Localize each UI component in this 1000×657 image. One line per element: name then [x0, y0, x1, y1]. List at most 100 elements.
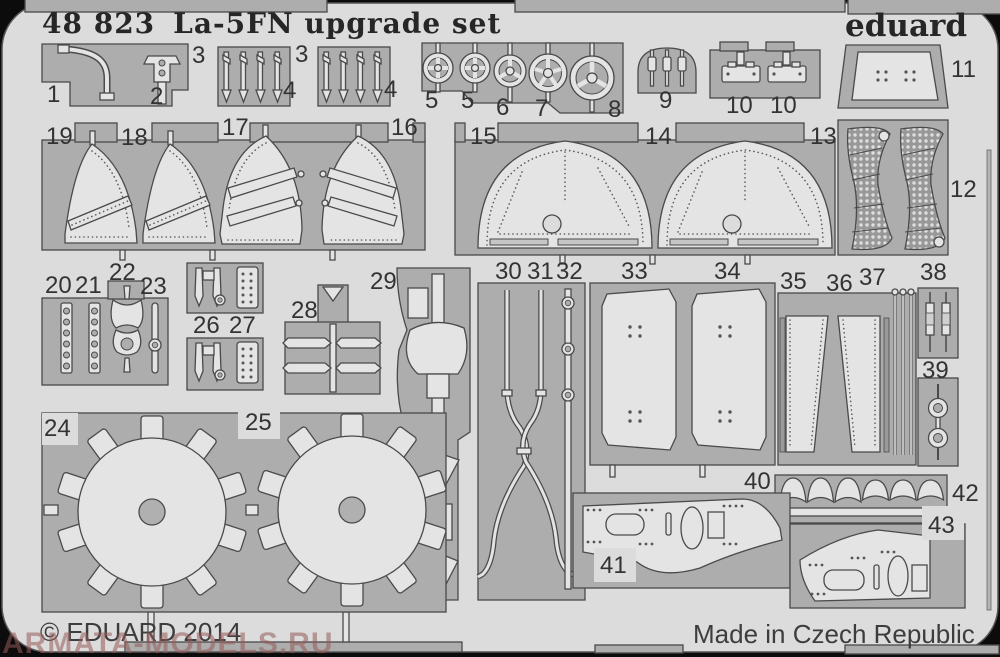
part-10-bracket	[721, 51, 761, 83]
part-7-wheel	[528, 42, 568, 103]
part-2-bracket	[142, 55, 182, 105]
part-33-panel	[601, 288, 677, 451]
part-24-cowling-gear	[57, 415, 247, 609]
part-label-24: 24	[44, 415, 71, 442]
frame-parts-3-4-a	[217, 46, 291, 107]
frame-part-9	[637, 47, 697, 94]
part-label-6: 6	[496, 94, 510, 121]
part-label-42: 42	[952, 480, 979, 507]
part-label-40: 40	[744, 468, 771, 495]
part-22-grip	[110, 285, 144, 373]
part-label-20: 20	[45, 272, 72, 299]
frame-parts-35-37	[777, 288, 917, 466]
part-label-27: 27	[229, 312, 256, 339]
product-name: La-5FN upgrade set	[173, 7, 502, 40]
part-43-fairing-panel	[799, 529, 931, 602]
part-label-10a: 10	[726, 92, 753, 119]
part-21-strip	[88, 302, 101, 374]
part-5-wheel	[422, 42, 454, 93]
part-label-17: 17	[222, 114, 249, 141]
frame-parts-5-8-wheels	[421, 41, 624, 114]
frame-parts-24-25-cowlings	[41, 412, 447, 613]
part-42-scoops	[861, 479, 945, 502]
part-30-wire	[476, 290, 530, 580]
part-1-tube	[57, 44, 115, 101]
frame-parts-16-19-fans	[41, 122, 426, 261]
part-39-rings	[927, 384, 949, 460]
part-17-cowl-flap	[219, 124, 305, 245]
part-label-2: 2	[150, 83, 164, 110]
part-label-3b: 3	[295, 41, 309, 68]
brand-logo: eduard	[845, 8, 968, 44]
part-label-18: 18	[121, 124, 148, 151]
part-20-strip	[60, 302, 73, 374]
part-label-30: 30	[495, 258, 522, 285]
copyright-text: © EDUARD 2014	[40, 617, 242, 647]
part-19-cowl-flap	[64, 130, 138, 244]
part-label-43: 43	[928, 512, 955, 539]
part-11-rivets	[876, 70, 916, 82]
part-label-5a: 5	[425, 87, 439, 114]
part-label-4a: 4	[283, 77, 297, 104]
frame-parts-40-42-scoops	[774, 474, 948, 524]
part-label-4b: 4	[384, 76, 398, 103]
part-23-lever	[148, 302, 162, 374]
watermark-text: ARMATA-MODELS.RU	[2, 627, 334, 657]
part-label-16: 16	[391, 114, 418, 141]
part-3-4-strips	[221, 51, 283, 104]
part-label-13: 13	[810, 123, 837, 150]
sheet-edge-tabs	[24, 0, 1000, 655]
frame-parts-20-23	[41, 280, 169, 386]
part-15-bulkhead	[477, 140, 653, 249]
frame-part-38	[917, 287, 959, 359]
part-35-flap	[779, 315, 829, 453]
part-label-33: 33	[621, 258, 648, 285]
part-label-22: 22	[109, 259, 136, 286]
frame-parts-33-34-panels	[589, 282, 776, 478]
part-38-rod	[925, 292, 951, 352]
frame-parts-13-15-bulkheads	[454, 122, 836, 265]
part-37-pins	[891, 288, 915, 455]
frame-parts-30-32-wires	[476, 282, 586, 601]
catalog-number: 48 823	[42, 7, 156, 40]
part-label-3a: 3	[192, 42, 206, 69]
frame-part-28	[282, 284, 383, 395]
part-36-flap	[837, 315, 890, 453]
part-label-26: 26	[193, 312, 220, 339]
part-9-pins	[647, 49, 687, 87]
part-label-39: 39	[922, 357, 949, 384]
part-label-8: 8	[608, 96, 622, 123]
part-label-25: 25	[245, 409, 272, 436]
part-label-15: 15	[470, 123, 497, 150]
part-label-11: 11	[951, 56, 976, 83]
part-label-19: 19	[46, 123, 73, 150]
part-8-wheel	[569, 42, 615, 113]
part-label-29: 29	[370, 268, 397, 295]
part-6-wheel	[493, 42, 527, 103]
part-12-mesh-grille	[846, 126, 893, 251]
frame-part-11	[837, 44, 949, 109]
frame-parts-10	[709, 41, 821, 99]
part-label-35: 35	[780, 268, 807, 295]
part-label-32: 32	[556, 258, 583, 285]
part-label-38: 38	[920, 259, 947, 286]
part-label-23: 23	[140, 273, 167, 300]
part-11-panel	[851, 51, 939, 101]
label-notches	[42, 409, 964, 582]
part-label-36: 36	[826, 270, 853, 297]
part-label-31: 31	[527, 258, 554, 285]
part-label-12: 12	[950, 176, 977, 203]
part-label-14: 14	[645, 123, 672, 150]
part-label-41: 41	[600, 552, 627, 579]
frame-parts-3-4-b	[317, 46, 391, 107]
part-31-wire	[520, 290, 576, 578]
frame-parts-1-2	[41, 43, 189, 107]
part-label-1: 1	[47, 81, 61, 108]
part-strip	[782, 507, 934, 517]
part-10-bracket	[767, 51, 807, 83]
product-title: 48 823 La-5FN upgrade set	[42, 7, 501, 40]
part-32-rod	[561, 288, 575, 590]
part-label-37: 37	[859, 264, 886, 291]
